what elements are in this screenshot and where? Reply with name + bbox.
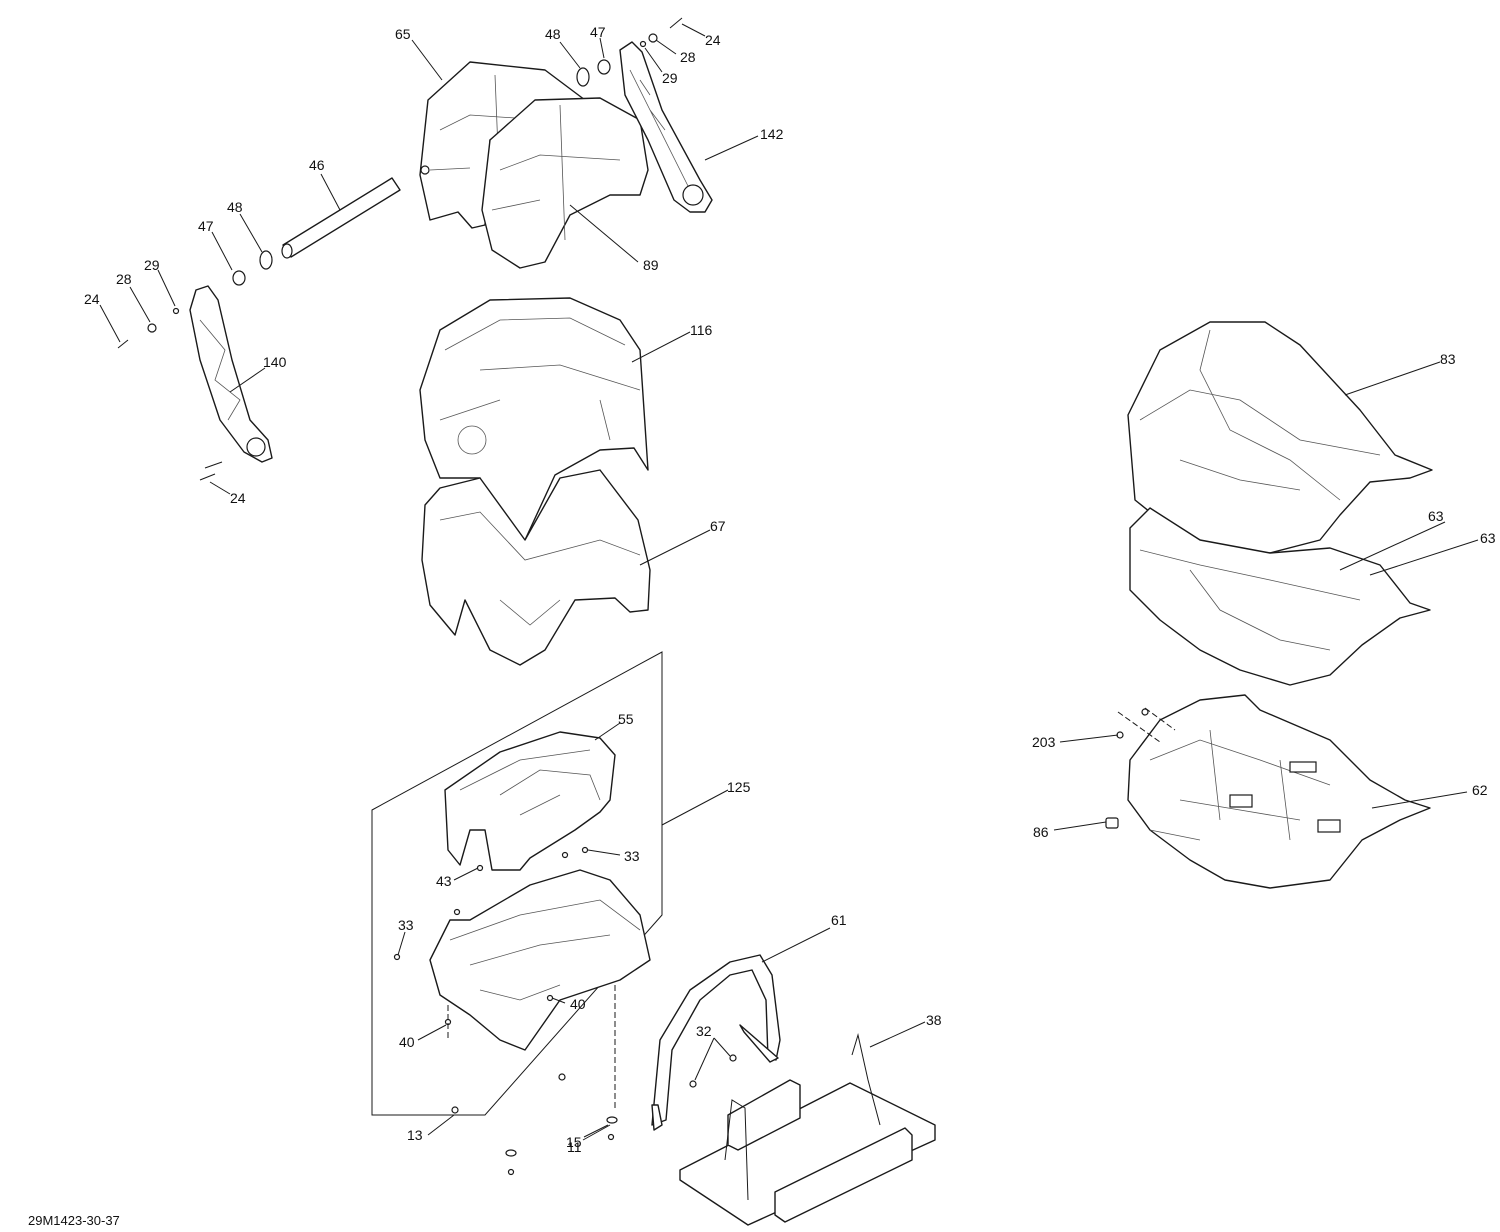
callout-83: 83 (1440, 351, 1456, 367)
callout-65: 65 (395, 26, 411, 42)
callout-89: 89 (643, 257, 659, 273)
callout-24: 24 (230, 490, 246, 506)
callout-46: 46 (309, 157, 325, 173)
leader-lines (99, 23, 1479, 1141)
callout-32: 32 (696, 1023, 712, 1039)
callout-28: 28 (680, 49, 696, 65)
bracket-140 (189, 285, 273, 463)
callout-63: 63 (1428, 508, 1444, 524)
seat-cover-83 (1127, 321, 1433, 556)
washer-48-upper (576, 67, 590, 87)
callout-55: 55 (618, 711, 634, 727)
seat-mat-38 (679, 1033, 936, 1226)
clip-203 (1116, 707, 1176, 743)
strap-61 (651, 954, 781, 1131)
callout-15: 15 (566, 1134, 582, 1150)
callout-29: 29 (144, 257, 160, 273)
cap-86 (1105, 817, 1119, 829)
callout-67: 67 (710, 518, 726, 534)
bushing-47-lower (232, 270, 246, 286)
callout-140: 140 (263, 354, 287, 370)
callout-48: 48 (227, 199, 243, 215)
callout-142: 142 (760, 126, 784, 142)
washer-48-lower (259, 250, 273, 270)
callout-38: 38 (926, 1012, 942, 1028)
bushing-47-upper (597, 59, 611, 75)
callout-33: 33 (398, 917, 414, 933)
backrest-foam-89 (481, 97, 649, 269)
seat-foam-63 (1129, 507, 1431, 686)
seat-cover-116 (419, 297, 649, 541)
callout-47: 47 (590, 24, 606, 40)
callout-40: 40 (399, 1034, 415, 1050)
seat-base-62 (1127, 694, 1431, 889)
screw-hw-top (117, 17, 683, 481)
callout-62: 62 (1472, 782, 1488, 798)
bracket-frame (429, 869, 651, 1051)
bracket-142 (619, 41, 713, 213)
console-55 (444, 731, 616, 871)
callout-29: 29 (662, 70, 678, 86)
callout-13: 13 (407, 1127, 423, 1143)
callout-24: 24 (705, 32, 721, 48)
callout-40: 40 (570, 996, 586, 1012)
callout-48: 48 (545, 26, 561, 42)
callout-125: 125 (727, 779, 751, 795)
callout-43: 43 (436, 873, 452, 889)
callout-61: 61 (831, 912, 847, 928)
callout-33: 33 (624, 848, 640, 864)
callout-11: 11 (567, 1139, 582, 1155)
callout-203: 203 (1032, 734, 1056, 750)
callout-labels: 65 48 47 24 28 29 142 46 48 47 89 29 28 … (84, 24, 1496, 1155)
callout-63: 63 (1480, 530, 1496, 546)
callout-24: 24 (84, 291, 100, 307)
seat-foam-67 (421, 469, 651, 666)
callout-47: 47 (198, 218, 214, 234)
callout-116: 116 (690, 322, 713, 338)
figure-reference: 29M1423-30-37 (28, 1213, 120, 1228)
callout-28: 28 (116, 271, 132, 287)
rod-46 (281, 177, 401, 259)
kit-frame-125 (371, 651, 663, 1116)
callout-86: 86 (1033, 824, 1049, 840)
